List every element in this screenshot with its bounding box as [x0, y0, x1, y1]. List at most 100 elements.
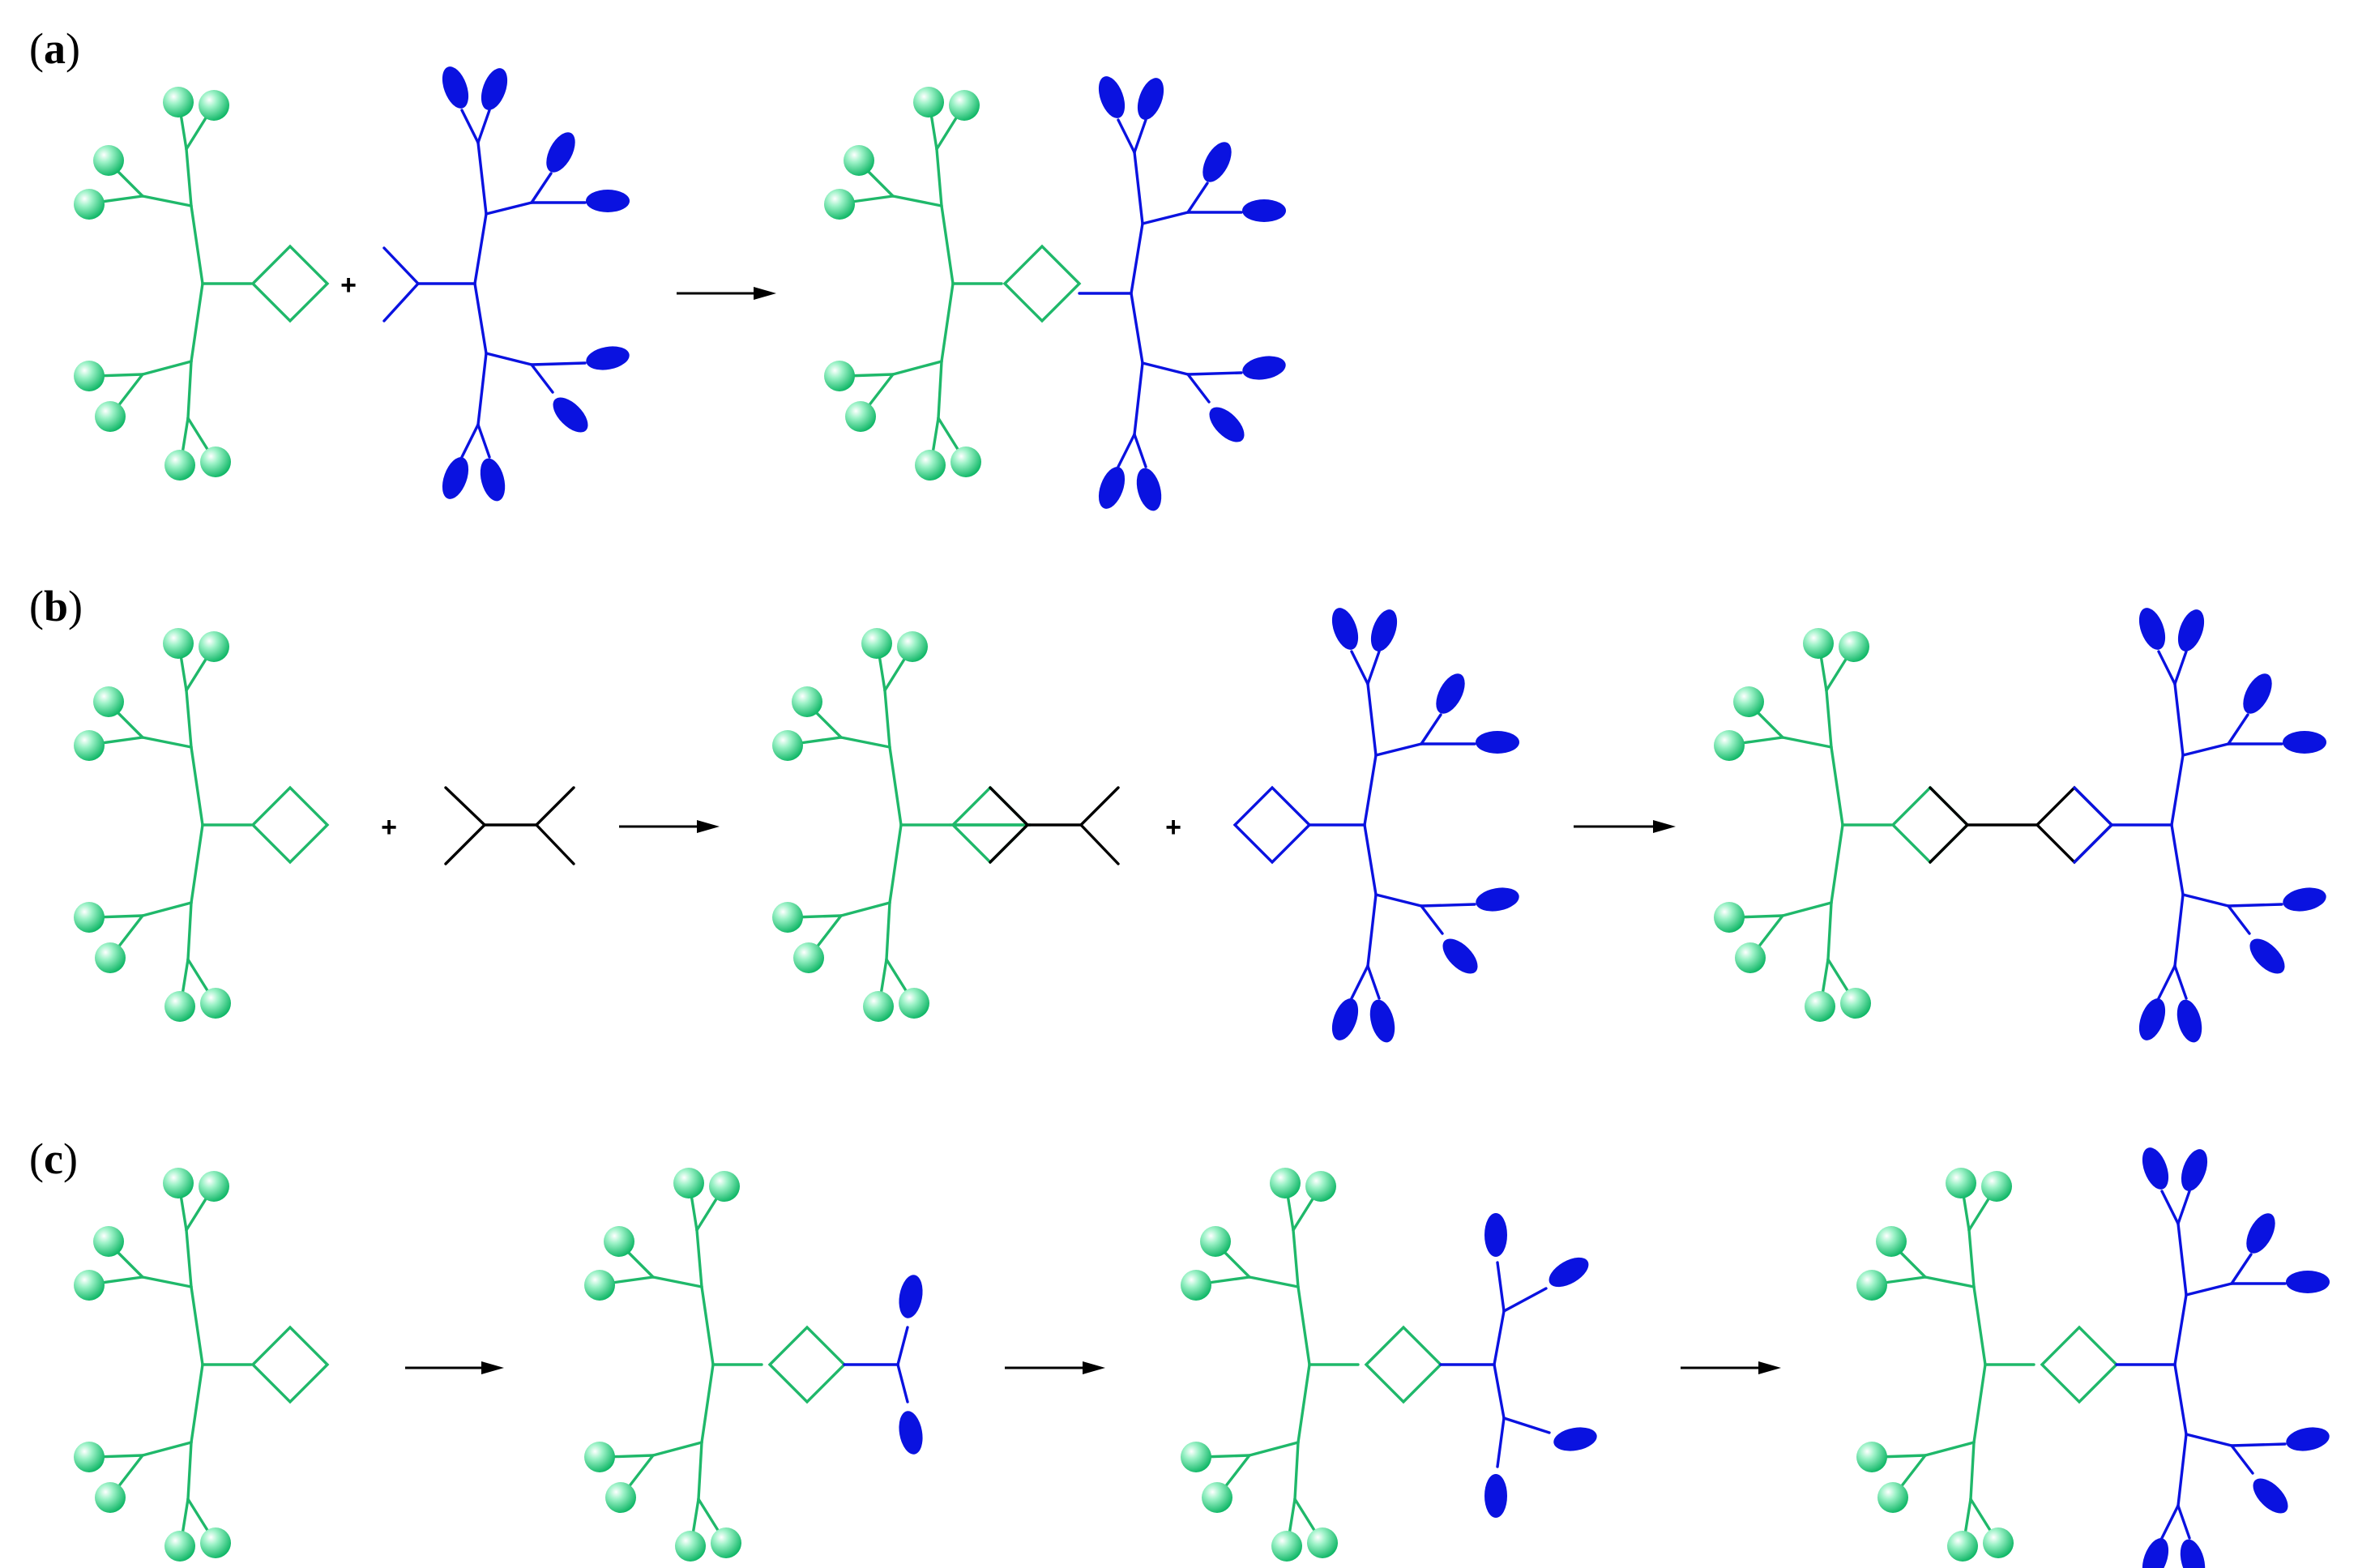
- green-sphere: [1733, 686, 1764, 717]
- bond-line: [1496, 1261, 1506, 1313]
- blue-ellipse: [1476, 887, 1519, 912]
- green-sphere: [74, 189, 105, 220]
- bond-line: [2173, 650, 2188, 686]
- diamond-core: [250, 785, 330, 865]
- panel-label-b: (b): [29, 582, 83, 630]
- bond-line: [382, 246, 420, 285]
- green-dendron-c1: [74, 1168, 253, 1562]
- blue-ellipse: [2142, 1538, 2169, 1568]
- blue-ellipse: [586, 346, 630, 370]
- blue-ellipse: [1331, 608, 1359, 650]
- green-sphere: [1981, 1171, 2012, 1202]
- bond-line: [1141, 361, 1190, 376]
- bond-line: [888, 746, 903, 827]
- blue-ellipse: [2180, 1539, 2206, 1568]
- diamond-core: [2040, 1325, 2119, 1404]
- green-sphere: [1983, 1527, 2014, 1558]
- blue-dendron-c-gen2: [1484, 1213, 1597, 1518]
- blue-ellipse: [586, 190, 630, 212]
- bond-line: [989, 786, 1029, 827]
- green-sphere: [93, 145, 124, 176]
- bond-line: [141, 736, 193, 749]
- bond-line: [473, 212, 488, 285]
- blue-ellipse: [2286, 1427, 2330, 1451]
- blue-dendron-b-reactant: [1331, 608, 1519, 1043]
- bond-line: [812, 914, 843, 953]
- green-sphere: [74, 1270, 105, 1301]
- green-sphere: [1840, 988, 1871, 1019]
- blue-ellipse: [2177, 609, 2205, 652]
- green-dendron-b1: [74, 628, 253, 1022]
- bond-line: [444, 823, 486, 865]
- green-dendron-c3: [1181, 1168, 1360, 1562]
- bond-line: [1826, 901, 1833, 961]
- core-c4: [2040, 1325, 2176, 1404]
- bond-line: [141, 360, 193, 376]
- bond-line: [1366, 964, 1381, 1000]
- bond-line: [700, 1363, 715, 1444]
- bond-line: [141, 1441, 193, 1457]
- panel-label-a: (a): [29, 24, 80, 73]
- bond-line: [896, 1363, 909, 1404]
- bond-line: [1133, 151, 1144, 225]
- green-dendron-a-product: [824, 87, 1003, 481]
- core-b1: [250, 785, 330, 865]
- bond-line: [2160, 1190, 2180, 1225]
- green-sphere: [200, 446, 231, 477]
- bond-line: [935, 147, 943, 207]
- diamond-core: [767, 1325, 847, 1404]
- bond-line: [530, 172, 553, 204]
- bond-line: [1420, 713, 1442, 746]
- bond-line: [460, 423, 480, 459]
- linker-b1: [444, 786, 575, 865]
- bond-line: [1186, 371, 1243, 376]
- blue-ellipse: [1137, 78, 1164, 120]
- bond-line: [476, 141, 488, 216]
- bond-line: [1296, 1363, 1311, 1444]
- green-sphere: [604, 1226, 634, 1257]
- bond-line: [476, 109, 491, 144]
- blue-dendron-c-gen1: [896, 1275, 923, 1455]
- green-sphere: [950, 446, 981, 477]
- bond-line: [1350, 650, 1369, 686]
- green-sphere: [164, 1531, 195, 1562]
- arrow-head: [1083, 1361, 1105, 1374]
- arrow-head: [754, 287, 776, 300]
- green-sphere: [605, 1482, 636, 1513]
- bond-line: [113, 1454, 144, 1493]
- bond-line: [1972, 1285, 1987, 1366]
- bond-line: [2185, 1433, 2233, 1447]
- blue-ellipse: [2286, 1271, 2330, 1293]
- bond-line: [1754, 914, 1784, 953]
- green-dendron-b-intermediate: [772, 628, 951, 1022]
- bond-line: [2227, 713, 2249, 746]
- blue-ellipse: [1136, 468, 1162, 511]
- blue-dendron-b-product: [2138, 608, 2326, 1043]
- plus-sign-a1: +: [340, 270, 357, 301]
- reaction-arrow-a: [677, 287, 776, 300]
- bond-line: [1141, 211, 1190, 225]
- green-sphere: [772, 730, 803, 761]
- green-sphere: [584, 1442, 615, 1472]
- bond-line: [190, 746, 204, 827]
- green-sphere: [164, 450, 195, 481]
- bond-line: [113, 914, 144, 953]
- green-sphere: [1714, 730, 1745, 761]
- blue-ellipse: [1209, 407, 1245, 442]
- blue-ellipse: [2176, 999, 2202, 1043]
- bond-line: [190, 204, 204, 285]
- bond-line: [2230, 1442, 2287, 1447]
- bond-line: [113, 373, 144, 412]
- bond-line: [1079, 823, 1120, 865]
- green-sphere: [164, 991, 195, 1022]
- bond-line: [485, 201, 533, 216]
- bond-line: [1079, 786, 1120, 827]
- bond-line: [1502, 1416, 1551, 1434]
- green-sphere: [74, 361, 105, 391]
- plus-sign-b2: +: [1165, 812, 1181, 843]
- green-sphere: [1805, 991, 1835, 1022]
- green-sphere: [709, 1171, 740, 1202]
- blue-ellipse: [1549, 1257, 1589, 1288]
- bond-line: [185, 689, 193, 749]
- bond-line: [1929, 823, 1969, 864]
